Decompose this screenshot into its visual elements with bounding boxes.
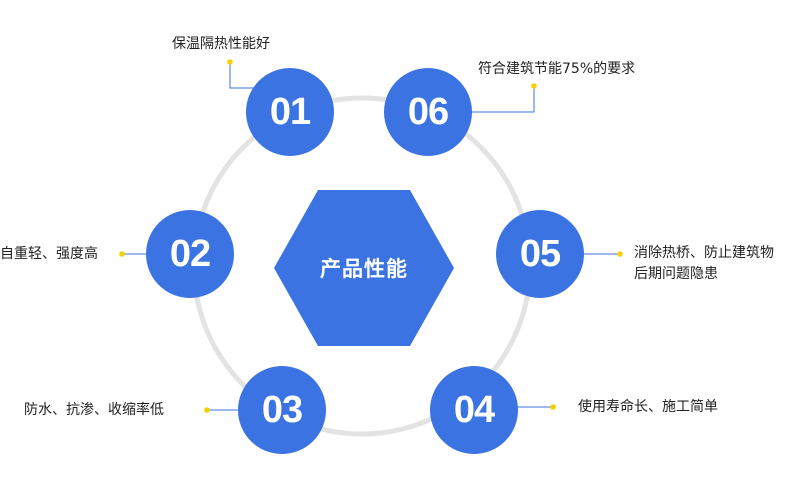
node-06: 06 — [384, 68, 472, 156]
label-06: 符合建筑节能75%的要求 — [478, 61, 636, 77]
label-01: 保温隔热性能好 — [172, 36, 270, 52]
node-02: 02 — [146, 210, 234, 298]
dot-05 — [617, 251, 623, 257]
center-title: 产品性能 — [320, 257, 408, 281]
node-05: 05 — [496, 210, 584, 298]
center-hexagon — [274, 190, 454, 346]
connector-06 — [468, 88, 535, 113]
node-04: 04 — [430, 366, 518, 454]
label-03: 防水、抗渗、收缩率低 — [24, 402, 164, 418]
label-05-line2: 后期问题隐患 — [634, 266, 718, 282]
node-03: 03 — [238, 366, 326, 454]
dot-06 — [531, 83, 537, 89]
label-05-line1: 消除热桥、防止建筑物 — [634, 245, 774, 261]
label-02: 自重轻、强度高 — [0, 246, 98, 262]
dot-03 — [204, 407, 210, 413]
dot-01 — [227, 59, 233, 65]
dot-02 — [119, 251, 125, 257]
label-04: 使用寿命长、施工简单 — [578, 399, 718, 415]
dot-04 — [550, 404, 556, 410]
node-01: 01 — [246, 68, 334, 156]
